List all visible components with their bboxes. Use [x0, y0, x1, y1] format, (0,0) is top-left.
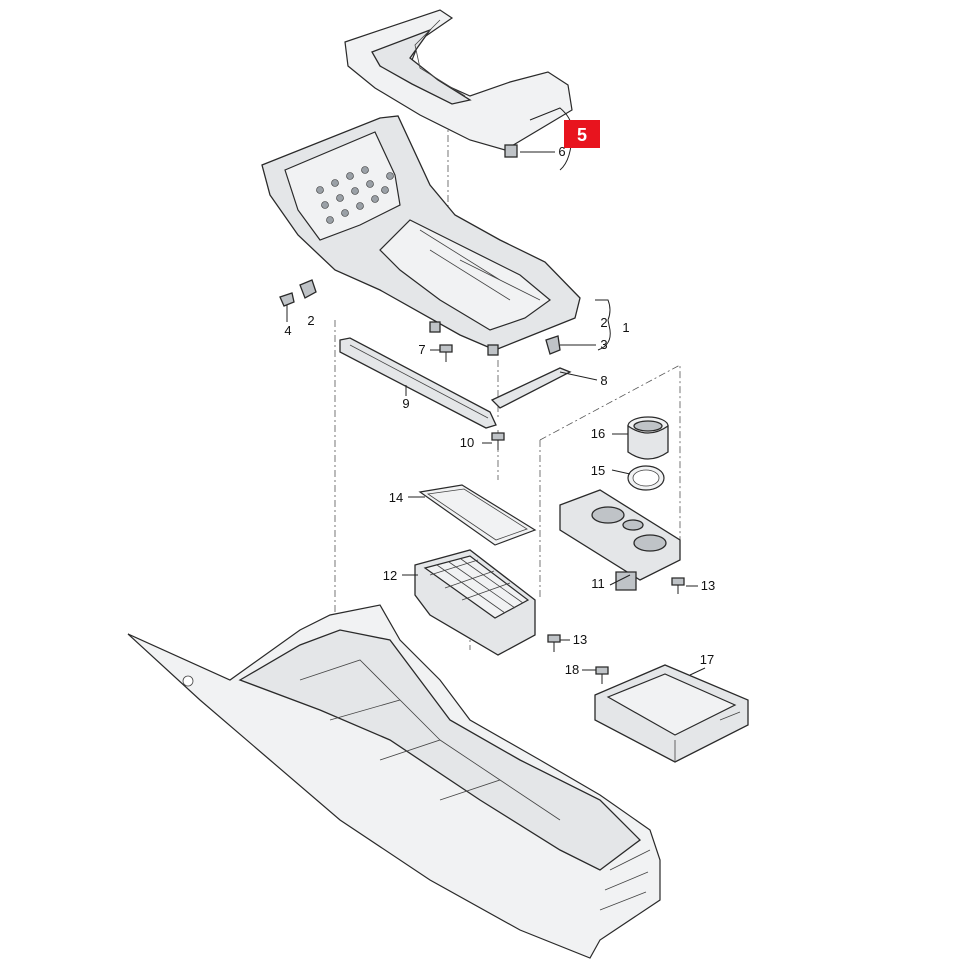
callout-label: 6: [558, 144, 565, 159]
callout-label: 10: [460, 435, 474, 450]
charging-tray-part: [414, 549, 536, 656]
tray-grid: [429, 558, 524, 614]
callout-label: 16: [591, 426, 605, 441]
trim-strip-part: [490, 367, 572, 409]
callout-label: 1: [622, 320, 629, 335]
fasteners: [279, 279, 685, 684]
callout-label: 3: [600, 337, 607, 352]
callout-label: 18: [565, 662, 579, 677]
callout-label: 2: [307, 313, 314, 328]
ring-part: [627, 465, 665, 491]
storage-box-part: [594, 664, 749, 763]
cup-insert-part: [627, 416, 669, 460]
callout-label: 8: [600, 373, 607, 388]
callout-label: 13: [701, 578, 715, 593]
console-frame-part: [261, 115, 581, 356]
callout-label: 11: [591, 576, 605, 591]
cup-holder-part: [559, 489, 681, 591]
callout-label: 9: [402, 396, 409, 411]
highlight-callout: 5: [564, 120, 600, 148]
callout-label: 4: [284, 323, 291, 338]
callout-label: 2: [600, 315, 607, 330]
mat-part: [418, 484, 537, 546]
console-housing-part: [127, 604, 661, 959]
highlight-label: 5: [577, 125, 587, 145]
side-strip-part: [339, 337, 497, 429]
callout-label: 7: [418, 342, 425, 357]
highlight-badge: [564, 120, 600, 148]
frame-holes: [316, 166, 394, 224]
callout-label: 13: [573, 632, 587, 647]
callout-label: 12: [383, 568, 397, 583]
callout-label: 15: [591, 463, 605, 478]
callout-label: 17: [700, 652, 714, 667]
leader-lines: [402, 107, 706, 676]
trim-cover-part: [344, 9, 573, 158]
callout-labels: 1 2 2 3 4 6 7 8 9 10 11 12 13 13 14 15 1…: [284, 144, 715, 677]
callout-label: 14: [389, 490, 403, 505]
